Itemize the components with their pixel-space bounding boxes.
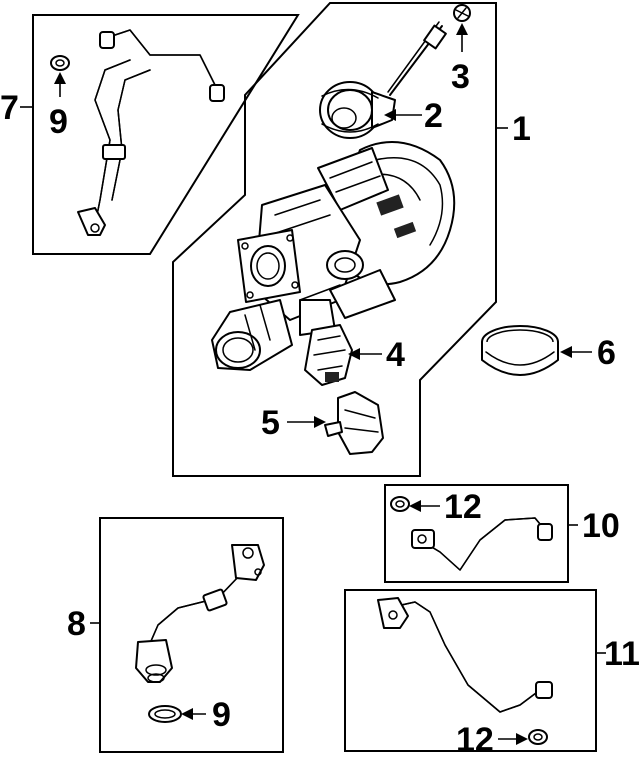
callout-4: 4 [386,336,405,374]
part-6-ring-seal[interactable] [481,325,559,376]
frame-group-1 [172,2,497,477]
arrow-4 [348,348,360,360]
callout-12-bottom: 12 [456,721,494,759]
callout-2: 2 [424,97,443,135]
frame-group-8 [99,517,284,753]
part-12-washer-top[interactable] [390,496,410,512]
callout-12-top: 12 [444,488,482,526]
callout-8: 8 [67,605,86,643]
arrow-9-bottom [181,708,193,720]
callout-3: 3 [451,58,470,96]
frame-group-11 [344,589,597,752]
part-4-bracket[interactable] [304,324,353,386]
callout-11: 11 [604,635,640,673]
callout-7: 7 [0,89,19,127]
part-7-oil-line[interactable] [77,29,225,236]
part-2-actuator[interactable] [319,21,447,139]
frame-group-10 [384,484,569,583]
part-1-turbocharger[interactable] [211,141,456,371]
arrow-5 [314,416,326,428]
callout-9-top: 9 [49,103,68,141]
part-3-cap[interactable] [453,4,471,22]
arrow-12-bottom [516,733,528,745]
callout-9-bottom: 9 [212,696,231,734]
callout-10: 10 [582,507,620,545]
part-9-washer-top[interactable] [50,55,70,71]
part-10-pipe[interactable] [411,517,553,571]
arrow-3 [456,23,468,35]
callout-1: 1 [512,110,531,148]
arrow-12-top [409,500,421,512]
callout-6: 6 [597,334,616,372]
callout-5: 5 [261,404,280,442]
part-5-heat-shield[interactable] [324,391,384,455]
arrow-2 [384,109,396,121]
arrow-6 [560,346,572,358]
part-8-coolant-pipe[interactable] [135,544,265,683]
part-9-washer-bottom[interactable] [148,705,182,723]
frame-group-7 [32,14,300,255]
part-12-washer-bottom[interactable] [528,729,548,745]
arrow-9-top [54,72,66,84]
part-11-pipe[interactable] [377,597,553,713]
